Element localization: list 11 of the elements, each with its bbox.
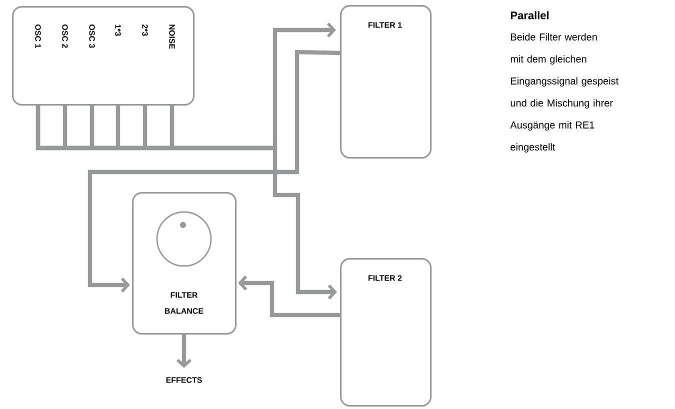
output-label: EFFECTS: [166, 377, 202, 383]
mixer-box: OSC 1 OSC 2 OSC 3 1*3 2*3 NOISE: [12, 6, 195, 106]
arrow: [238, 275, 340, 318]
arrow: [176, 333, 192, 368]
arrow: [88, 50, 340, 293]
balance-box: FILTER BALANCE: [132, 192, 237, 335]
heading: Parallel: [510, 11, 549, 20]
description-text: Beide Filter werden mit dem gleichen Eingangssignal gespeist und die Mischung ihrer Ausgänge mit RE1 eingestellt: [510, 33, 618, 152]
arrow: [36, 104, 337, 300]
filter-box: FILTER 1: [340, 5, 432, 159]
filter-box: FILTER 2: [340, 258, 432, 407]
